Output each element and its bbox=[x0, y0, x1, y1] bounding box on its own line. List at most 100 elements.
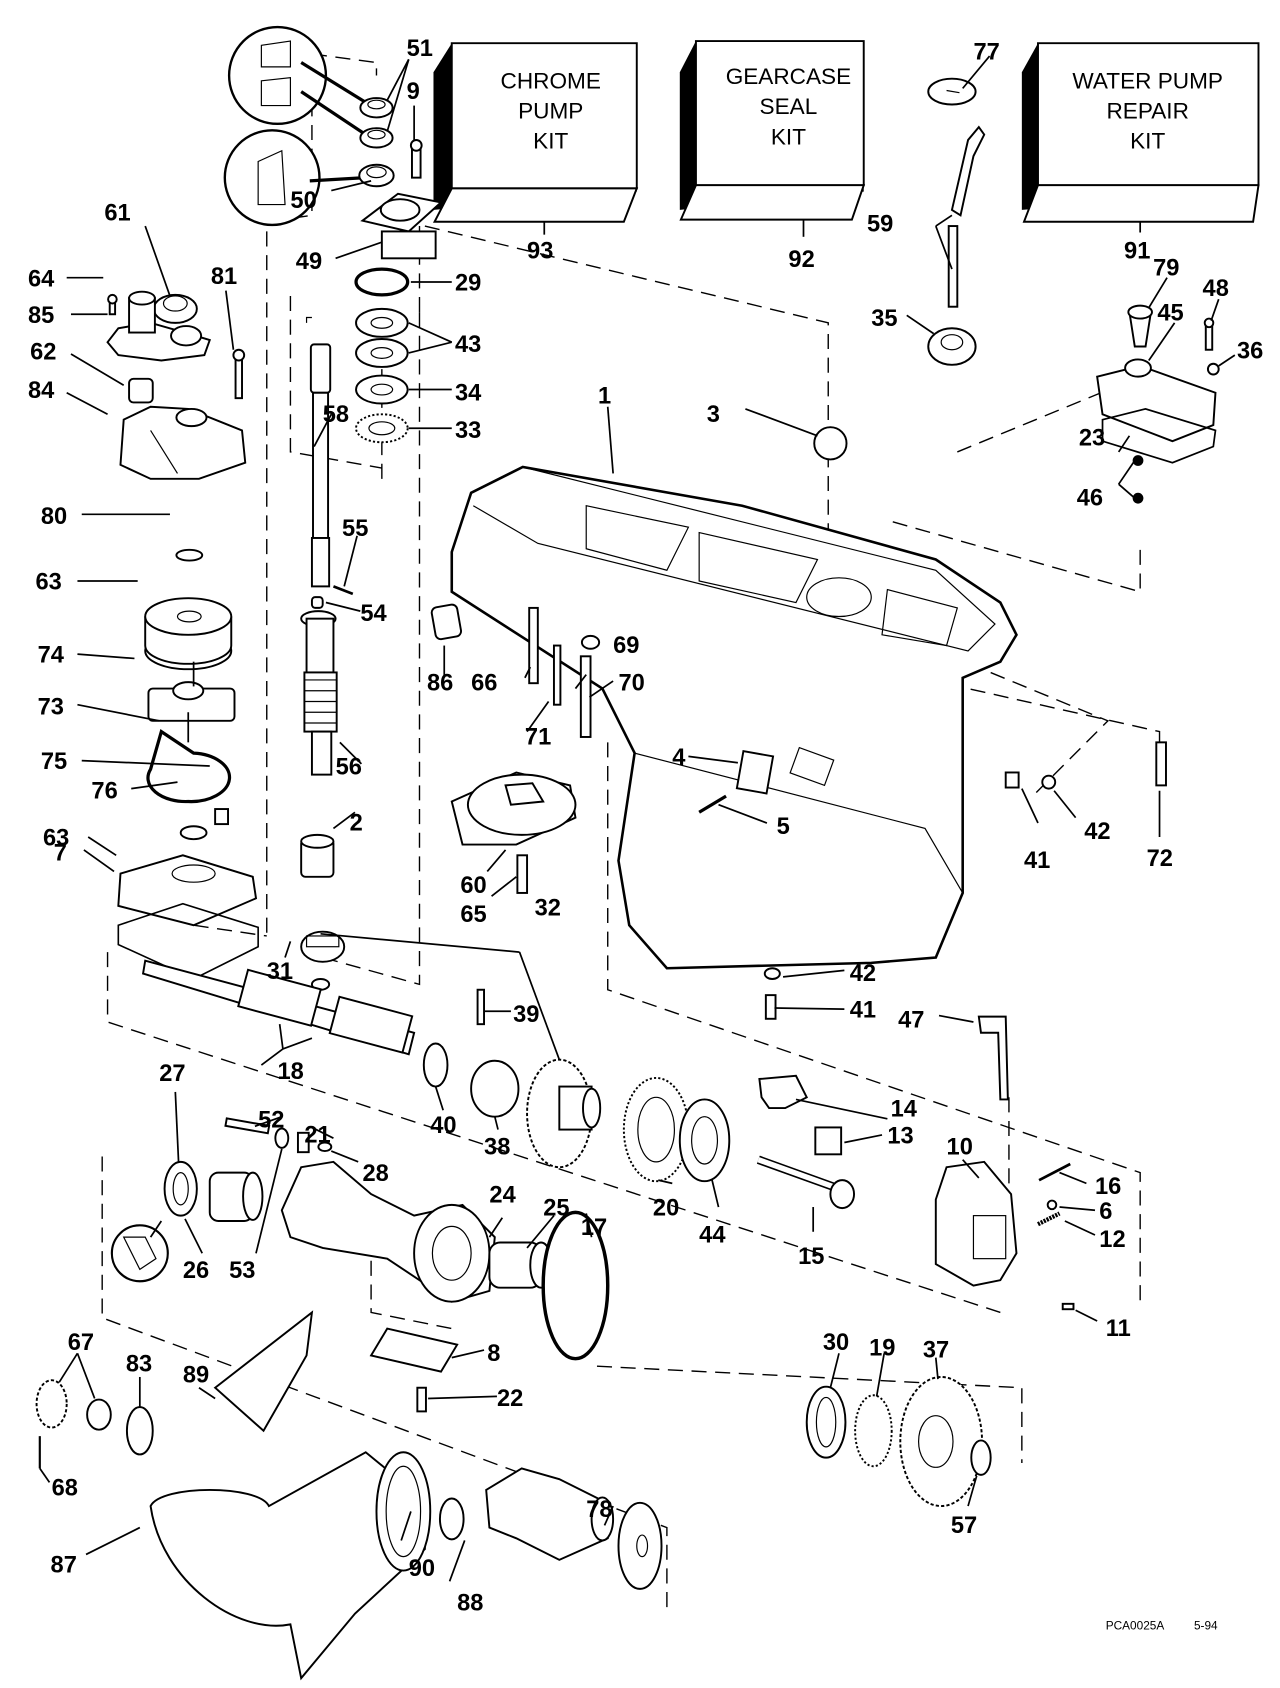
callout-13[interactable]: 13 bbox=[887, 1124, 913, 1150]
callout-33[interactable]: 33 bbox=[455, 418, 481, 444]
callout-26[interactable]: 26 bbox=[183, 1258, 209, 1284]
callout-23[interactable]: 23 bbox=[1079, 425, 1105, 451]
callout-57[interactable]: 57 bbox=[951, 1513, 977, 1539]
callout-47[interactable]: 47 bbox=[898, 1007, 924, 1033]
callout-46[interactable]: 46 bbox=[1077, 486, 1103, 512]
callout-24[interactable]: 24 bbox=[489, 1183, 516, 1209]
callout-51[interactable]: 51 bbox=[407, 36, 433, 62]
kit-box-water-pump-repair[interactable]: WATER PUMP REPAIR KIT bbox=[1021, 42, 1260, 223]
callout-64[interactable]: 64 bbox=[28, 266, 55, 292]
callout-59[interactable]: 59 bbox=[867, 211, 893, 237]
callout-74[interactable]: 74 bbox=[38, 643, 65, 669]
callout-75[interactable]: 75 bbox=[41, 749, 67, 775]
callout-39[interactable]: 39 bbox=[513, 1002, 539, 1028]
callout-50[interactable]: 50 bbox=[290, 188, 316, 214]
callout-34[interactable]: 34 bbox=[455, 380, 482, 406]
callout-76[interactable]: 76 bbox=[91, 778, 117, 804]
callout-22[interactable]: 22 bbox=[497, 1386, 523, 1412]
callout-61[interactable]: 61 bbox=[104, 201, 130, 227]
callout-29[interactable]: 29 bbox=[455, 271, 481, 297]
callout-30[interactable]: 30 bbox=[823, 1330, 849, 1356]
callout-66[interactable]: 66 bbox=[471, 671, 497, 697]
leader-lines bbox=[39, 55, 1236, 1582]
detent-13 bbox=[814, 1126, 843, 1156]
callout-89[interactable]: 89 bbox=[183, 1362, 209, 1388]
callout-28[interactable]: 28 bbox=[362, 1161, 388, 1187]
callout-7[interactable]: 7 bbox=[54, 841, 67, 867]
callout-11[interactable]: 11 bbox=[1106, 1316, 1131, 1342]
callout-37[interactable]: 37 bbox=[923, 1338, 949, 1364]
callout-58[interactable]: 58 bbox=[323, 402, 349, 428]
callout-18[interactable]: 18 bbox=[278, 1059, 304, 1085]
callout-73[interactable]: 73 bbox=[38, 694, 64, 720]
callout-9[interactable]: 9 bbox=[407, 79, 420, 105]
callout-27[interactable]: 27 bbox=[159, 1061, 185, 1087]
callout-20[interactable]: 20 bbox=[653, 1196, 679, 1222]
callout-21[interactable]: 21 bbox=[304, 1122, 330, 1148]
callout-1[interactable]: 1 bbox=[598, 384, 611, 410]
callout-63-top[interactable]: 63 bbox=[35, 570, 61, 596]
callout-78[interactable]: 78 bbox=[586, 1497, 612, 1523]
callout-55[interactable]: 55 bbox=[342, 516, 368, 542]
callout-32[interactable]: 32 bbox=[535, 896, 561, 922]
callout-77[interactable]: 77 bbox=[973, 39, 999, 65]
callout-68[interactable]: 68 bbox=[52, 1475, 78, 1501]
callout-14[interactable]: 14 bbox=[891, 1097, 918, 1123]
callout-84[interactable]: 84 bbox=[28, 378, 55, 404]
callout-41-upper[interactable]: 41 bbox=[1024, 848, 1050, 874]
callout-17[interactable]: 17 bbox=[581, 1215, 607, 1241]
callout-79[interactable]: 79 bbox=[1153, 256, 1179, 282]
callout-65[interactable]: 65 bbox=[460, 902, 486, 928]
kit-box-chrome-pump[interactable]: CHROME PUMP KIT bbox=[432, 42, 639, 223]
callout-52[interactable]: 52 bbox=[258, 1107, 284, 1133]
callout-85[interactable]: 85 bbox=[28, 303, 54, 329]
callout-25[interactable]: 25 bbox=[543, 1196, 569, 1222]
callout-92[interactable]: 92 bbox=[788, 247, 814, 273]
callout-72[interactable]: 72 bbox=[1147, 846, 1173, 872]
callout-62[interactable]: 62 bbox=[30, 339, 56, 365]
callout-53[interactable]: 53 bbox=[229, 1258, 255, 1284]
callout-63-bottom[interactable]: 63 bbox=[43, 826, 69, 852]
callout-36[interactable]: 36 bbox=[1237, 338, 1263, 364]
callout-60[interactable]: 60 bbox=[460, 873, 486, 899]
callout-67[interactable]: 67 bbox=[68, 1330, 94, 1356]
callout-45[interactable]: 45 bbox=[1157, 301, 1183, 327]
callout-83[interactable]: 83 bbox=[126, 1352, 152, 1378]
callout-4[interactable]: 4 bbox=[672, 745, 686, 771]
callout-5[interactable]: 5 bbox=[777, 814, 790, 840]
callout-80[interactable]: 80 bbox=[41, 504, 67, 530]
callout-91[interactable]: 91 bbox=[1124, 238, 1150, 264]
callout-2[interactable]: 2 bbox=[350, 811, 363, 837]
callout-71[interactable]: 71 bbox=[525, 725, 551, 751]
callout-15[interactable]: 15 bbox=[798, 1244, 824, 1270]
callout-48[interactable]: 48 bbox=[1203, 276, 1229, 302]
callout-31[interactable]: 31 bbox=[267, 959, 293, 985]
callout-10[interactable]: 10 bbox=[947, 1134, 973, 1160]
callout-54[interactable]: 54 bbox=[360, 601, 387, 627]
callout-35[interactable]: 35 bbox=[871, 306, 897, 332]
callout-90[interactable]: 90 bbox=[409, 1556, 435, 1582]
callout-6[interactable]: 6 bbox=[1099, 1199, 1112, 1225]
callout-69[interactable]: 69 bbox=[613, 633, 639, 659]
callout-42-upper[interactable]: 42 bbox=[1084, 819, 1110, 845]
callout-81[interactable]: 81 bbox=[211, 264, 237, 290]
callout-44[interactable]: 44 bbox=[699, 1223, 726, 1249]
kit-box-gearcase-seal[interactable]: GEARCASE SEAL KIT bbox=[679, 40, 866, 221]
callout-16[interactable]: 16 bbox=[1095, 1174, 1121, 1200]
callout-38[interactable]: 38 bbox=[484, 1134, 510, 1160]
callout-86[interactable]: 86 bbox=[427, 671, 453, 697]
callout-8[interactable]: 8 bbox=[487, 1341, 500, 1367]
callout-41-lower[interactable]: 41 bbox=[850, 998, 876, 1024]
callout-12[interactable]: 12 bbox=[1099, 1227, 1125, 1253]
callout-70[interactable]: 70 bbox=[618, 671, 644, 697]
callout-42-lower[interactable]: 42 bbox=[850, 961, 876, 987]
callout-88[interactable]: 88 bbox=[457, 1590, 483, 1616]
callout-40[interactable]: 40 bbox=[430, 1113, 456, 1139]
callout-93[interactable]: 93 bbox=[527, 238, 553, 264]
callout-49[interactable]: 49 bbox=[296, 249, 322, 275]
callout-87[interactable]: 87 bbox=[51, 1553, 77, 1579]
callout-43[interactable]: 43 bbox=[455, 332, 481, 358]
callout-56[interactable]: 56 bbox=[336, 755, 362, 781]
callout-19[interactable]: 19 bbox=[869, 1335, 895, 1361]
callout-3[interactable]: 3 bbox=[707, 402, 720, 428]
